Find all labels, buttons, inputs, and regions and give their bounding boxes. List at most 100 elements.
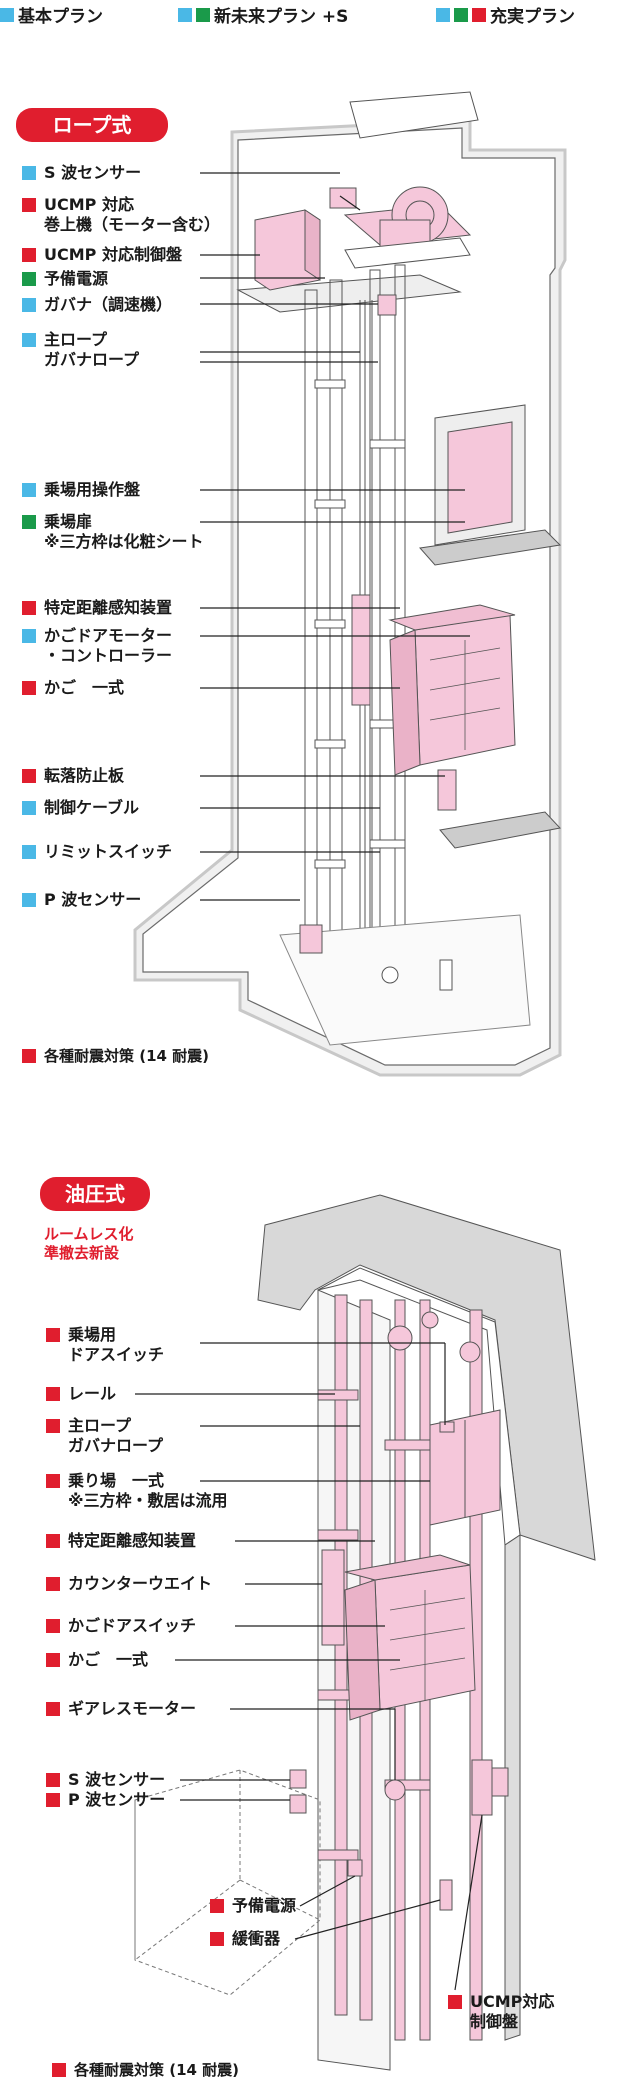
label-swatch [52,2063,66,2077]
label-governor: ガバナ（調速機） [22,295,172,315]
label-text: 転落防止板 [44,766,125,785]
label-text: UCMP 対応制御盤 [44,245,182,264]
label-swatch [46,1773,60,1787]
label-text: ギアレスモーター [68,1699,197,1718]
label-text: 予備電源 [44,269,109,288]
label-landing-door: 乗場扉※三方枠は化粧シート [22,512,204,552]
label-text: ・コントローラー [44,646,173,665]
label-text: 各種耐震対策 (14 耐震) [74,2061,240,2079]
label-gearless-motor: ギアレスモーター [46,1699,196,1719]
legend-swatch-red [472,7,486,22]
label-swatch [46,1474,60,1488]
label-text: 主ロープ [44,330,108,349]
legend-swatch-blue [0,7,14,22]
label-car-door-switch: かごドアスイッチ [46,1616,196,1636]
label-hall-door-switch: 乗場用ドアスイッチ [46,1325,164,1365]
label-text: リミットスイッチ [44,842,173,861]
label-text: 特定距離感知装置 [68,1531,197,1550]
label-swatch [46,1793,60,1807]
label-text: ガバナ（調速機） [44,295,173,314]
hydraulic-type-badge: 油圧式 [40,1177,150,1211]
label-text: 乗場用操作盤 [44,480,141,499]
label-text: 巻上機（モーター含む） [44,215,221,234]
rope-elevator-diagram [133,91,567,1077]
legend-swatch-green [196,7,210,22]
label-landing-set: 乗り場 一式※三方枠・敷居は流用 [46,1471,228,1511]
label-swatch [22,483,36,497]
legend-full-label: 充実プラン [490,7,575,27]
label-swatch [46,1702,60,1716]
label-swatch [22,769,36,783]
label-control-panel: UCMP 対応制御盤 [22,245,182,265]
label-text: P 波センサー [44,890,142,909]
rope-type-title: ロープ式 [52,113,132,137]
label-rail: レール [46,1384,116,1404]
label-swatch [22,893,36,907]
label-swatch [22,845,36,859]
label-text: S 波センサー [44,163,142,182]
label-swatch [22,272,36,286]
label-text: ドアスイッチ [68,1345,165,1364]
label-text: カウンターウエイト [68,1574,213,1593]
label-swatch [22,681,36,695]
label-s-wave-sensor: S 波センサー [46,1770,165,1790]
label-backup-power: 予備電源 [210,1896,296,1916]
label-swatch [22,166,36,180]
label-text: UCMP 対応 [44,195,134,214]
label-swatch [22,333,36,347]
label-text: 制御ケーブル [44,798,140,817]
legend-basic-label: 基本プラン [18,7,103,27]
label-text: ※三方枠は化粧シート [44,532,204,551]
label-limit-switch: リミットスイッチ [22,842,172,862]
label-text: P 波センサー [68,1790,166,1809]
label-text: ※三方枠・敷居は流用 [68,1491,228,1510]
label-p-wave-sensor: P 波センサー [46,1790,165,1810]
label-text: かご 一式 [68,1650,149,1669]
label-swatch [22,248,36,262]
legend-basic: 基本プラン [0,2,103,27]
label-distance-sensor: 特定距離感知装置 [22,598,172,618]
label-swatch [46,1653,60,1667]
label-swatch [46,1577,60,1591]
label-text: S 波センサー [68,1770,166,1789]
label-text: UCMP対応 [470,1992,555,2011]
label-car-set: かご 一式 [22,678,124,698]
label-fall-guard: 転落防止板 [22,766,124,786]
label-swatch [210,1899,224,1913]
hydraulic-type-title: 油圧式 [65,1182,125,1206]
label-swatch [46,1419,60,1433]
label-text: 制御盤 [470,2012,519,2031]
label-swatch [46,1534,60,1548]
label-text: 予備電源 [232,1896,297,1915]
label-text: レール [68,1384,117,1403]
legend-new-future: 新未来プラン +S [178,2,348,27]
label-backup-power: 予備電源 [22,269,108,289]
plan-legend: 基本プラン 新未来プラン +S 充実プラン [0,0,622,36]
label-swatch [46,1387,60,1401]
legend-full: 充実プラン [436,2,575,27]
label-main-rope: 主ロープガバナロープ [46,1416,163,1456]
hydraulic-note-line: 準撤去新設 [44,1244,120,1262]
rope-type-badge: ロープ式 [16,108,168,142]
legend-new-future-label: 新未来プラン +S [214,7,349,27]
legend-swatch-blue [178,7,192,22]
label-car-set: かご 一式 [46,1650,148,1670]
label-text: 乗場用 [68,1325,117,1344]
label-text: 主ロープ [68,1416,132,1435]
hydraulic-note-line: ルームレス化 [44,1225,134,1243]
label-control-cable: 制御ケーブル [22,798,139,818]
label-text: 特定距離感知装置 [44,598,173,617]
label-text: 緩衝器 [232,1929,281,1948]
label-swatch [22,198,36,212]
label-s-wave-sensor: S 波センサー [22,163,141,183]
label-swatch [22,601,36,615]
label-swatch [22,1049,36,1063]
label-p-wave-sensor: P 波センサー [22,890,141,910]
label-text: かご 一式 [44,678,125,697]
label-text: 乗り場 一式 [68,1471,165,1490]
label-text: 各種耐震対策 (14 耐震) [44,1047,210,1065]
label-swatch [22,801,36,815]
label-swatch [22,298,36,312]
label-counterweight: カウンターウエイト [46,1574,212,1594]
legend-swatch-green [454,7,468,22]
